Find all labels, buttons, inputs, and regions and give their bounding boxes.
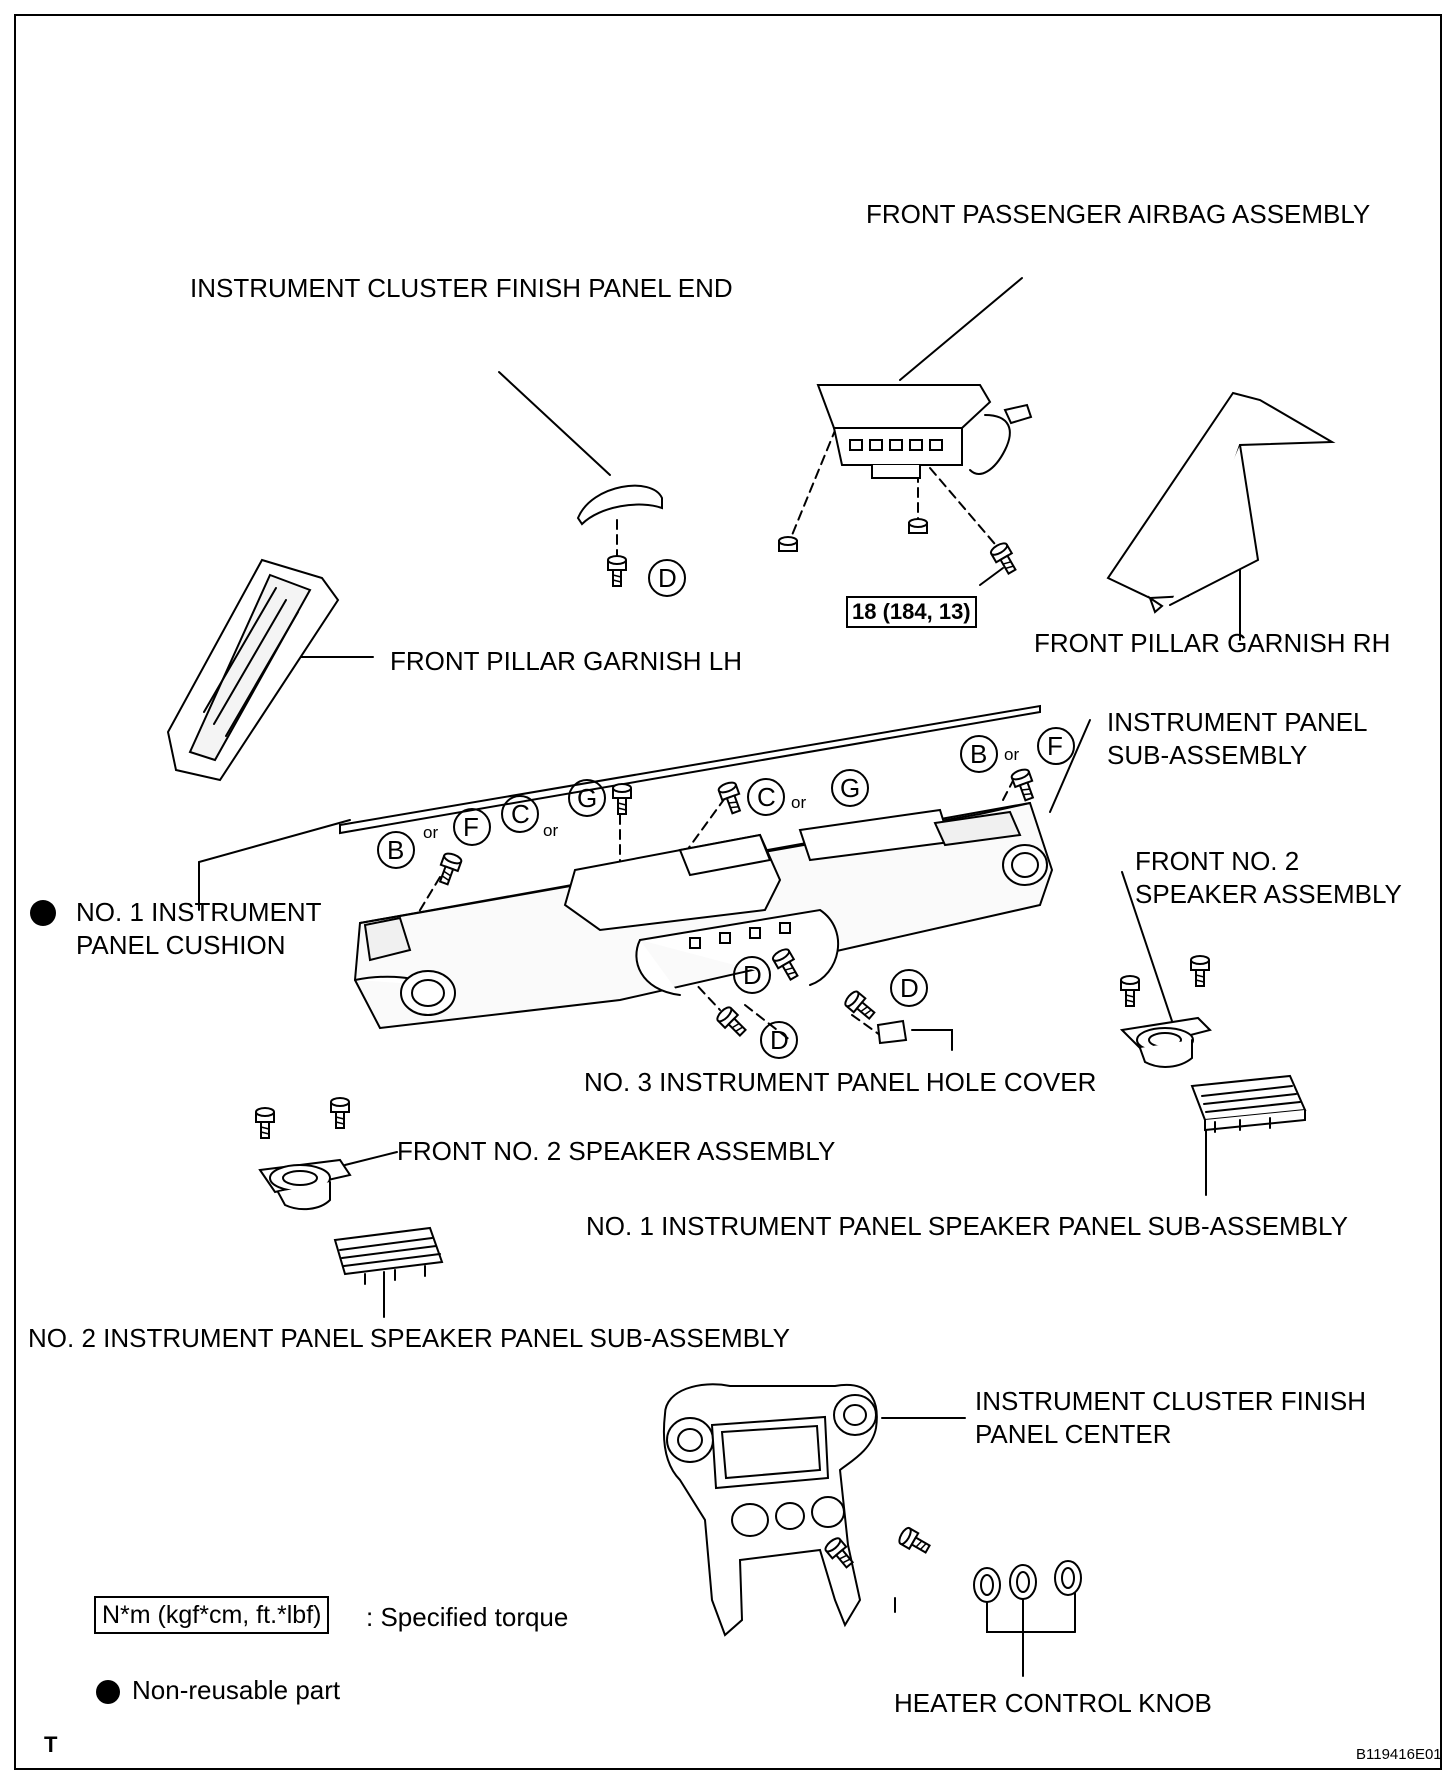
legend-non-reusable-text: Non-reusable part [132,1675,341,1705]
clip-code-f-right: F [1047,731,1063,761]
legend-torque-unit-box: N*m (kgf*cm, ft.*lbf) [94,1596,330,1634]
instrument-panel-sub-assembly-drawing [339,704,1054,1030]
label-cluster-finish-panel-center-2: PANEL CENTER [975,1419,1172,1449]
clip-code-circles [377,559,1075,1059]
clip-code-or-3: or [791,793,807,812]
label-instrument-panel-sub-assembly-2: SUB-ASSEMBLY [1107,740,1308,770]
clip-code-b-left: B [387,835,405,865]
clip-code-or-4: or [1004,745,1020,764]
clip-code-g-center: G [840,773,861,803]
label-instrument-panel-sub-assembly-1: INSTRUMENT PANEL [1107,707,1368,737]
label-front-no2-speaker-left: FRONT NO. 2 SPEAKER ASSEMBLY [397,1136,836,1166]
hole-cover-drawing [876,1019,908,1045]
front-speaker-right-drawing [1119,955,1212,1068]
airbag-assembly-drawing [778,384,1033,586]
label-front-pillar-garnish-rh: FRONT PILLAR GARNISH RH [1034,628,1391,658]
label-cluster-finish-panel-end: INSTRUMENT CLUSTER FINISH PANEL END [190,273,733,303]
label-heater-control-knob: HEATER CONTROL KNOB [894,1688,1212,1718]
label-no1-panel-cushion-2: PANEL CUSHION [76,930,286,960]
clip-code-d-finish-end: D [658,563,677,593]
label-front-pillar-garnish-lh: FRONT PILLAR GARNISH LH [390,646,743,676]
torque-spec-box: 18 (184, 13) [846,596,977,628]
diagram-frame [14,14,1442,1770]
legend-torque-text: : Specified torque [366,1602,569,1632]
front-pillar-garnish-rh-drawing [1106,391,1336,614]
cluster-finish-panel-center-drawing [662,1383,934,1637]
clip-code-d-1: D [743,960,762,990]
label-cluster-finish-panel-center-1: INSTRUMENT CLUSTER FINISH [975,1386,1366,1416]
clip-code-g-left: G [577,783,598,813]
clip-code-d-3: D [770,1025,789,1055]
figure-id: B119416E01 [1356,1746,1442,1763]
cluster-finish-panel-end-drawing [576,484,663,587]
label-no1-speaker-panel: NO. 1 INSTRUMENT PANEL SPEAKER PANEL SUB… [586,1211,1348,1241]
no2-speaker-panel-drawing [333,1226,444,1285]
legend-non-reusable-dot [96,1680,120,1704]
corner-mark: T [44,1732,58,1757]
label-front-no2-speaker-right-2: SPEAKER ASSEMBLY [1135,879,1402,909]
label-no1-panel-cushion-1: NO. 1 INSTRUMENT [76,897,322,927]
clip-code-c-center: C [757,782,776,812]
label-no3-hole-cover: NO. 3 INSTRUMENT PANEL HOLE COVER [584,1067,1097,1097]
label-no2-speaker-panel: NO. 2 INSTRUMENT PANEL SPEAKER PANEL SUB… [28,1323,790,1353]
label-front-passenger-airbag: FRONT PASSENGER AIRBAG ASSEMBLY [866,199,1371,229]
heater-control-knobs-drawing [973,1560,1082,1603]
front-speaker-left-drawing [255,1097,352,1211]
clip-code-d-2: D [900,973,919,1003]
non-reusable-marker-cushion [30,900,56,926]
no1-speaker-panel-drawing [1190,1074,1307,1133]
front-pillar-garnish-lh-drawing [166,558,340,782]
clip-code-b-right: B [970,739,988,769]
label-front-no2-speaker-right-1: FRONT NO. 2 [1135,846,1300,876]
clip-code-c-left: C [511,799,530,829]
clip-code-or-2: or [543,821,559,840]
clip-code-f-left: F [463,812,479,842]
dashed-lines [395,427,1017,1041]
clip-code-or-1: or [423,823,439,842]
